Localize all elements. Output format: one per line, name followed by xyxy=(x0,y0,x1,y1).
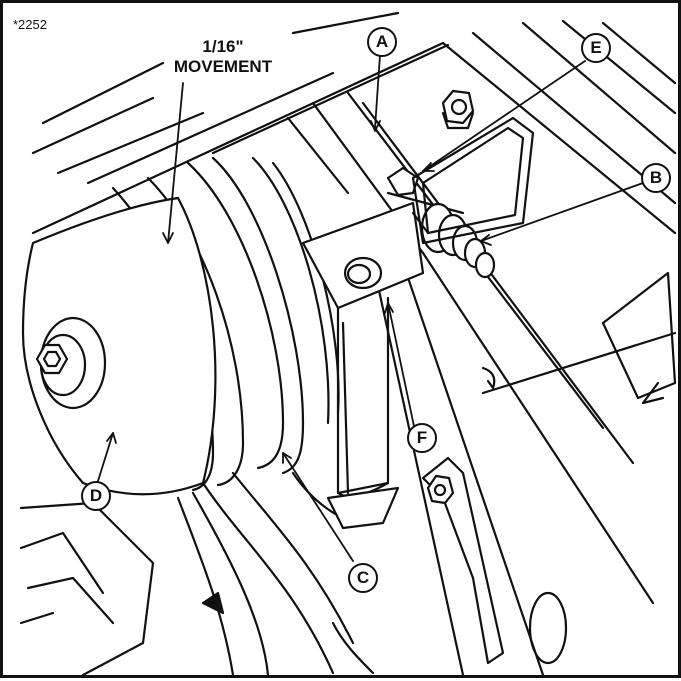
movement-annotation-text: MOVEMENT xyxy=(173,57,273,76)
movement-annotation: 1/16" MOVEMENT xyxy=(143,37,303,77)
lever-arm xyxy=(421,456,568,665)
callout-e: E xyxy=(581,33,611,63)
lower-cover xyxy=(19,491,270,677)
callout-c: C xyxy=(348,563,378,593)
figure-number: *2252 xyxy=(13,17,47,32)
engine-illustration xyxy=(19,11,677,677)
bracket-f xyxy=(301,201,425,530)
pulley-d xyxy=(21,196,217,496)
leader-lines xyxy=(97,54,644,562)
callout-a: A xyxy=(367,27,397,57)
callout-b: B xyxy=(641,163,671,193)
callout-f: F xyxy=(407,423,437,453)
movement-annotation-value: 1/16" xyxy=(202,37,244,56)
lifting-eye-e xyxy=(411,89,535,245)
callout-d: D xyxy=(81,481,111,511)
